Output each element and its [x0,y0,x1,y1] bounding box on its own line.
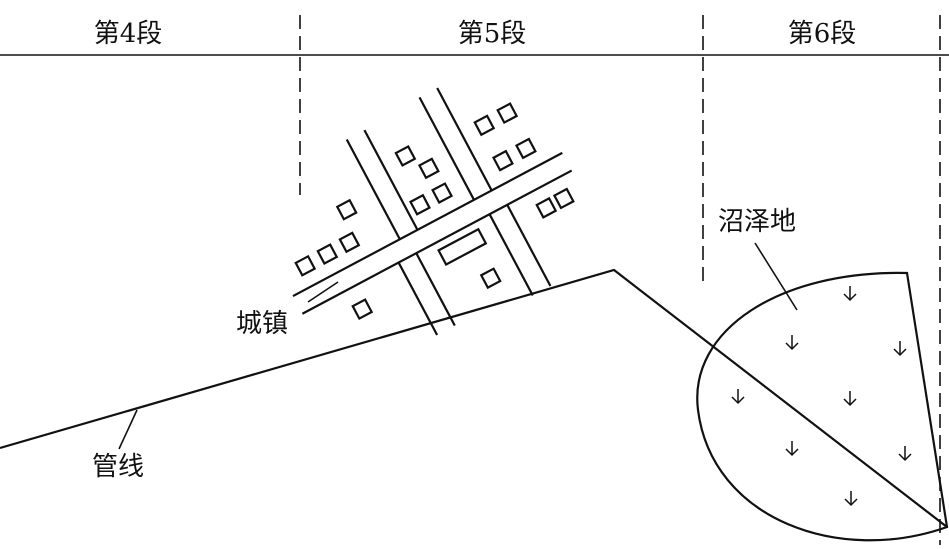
swamp-marker [785,335,799,351]
pipeline-route [0,268,948,528]
swamp-label: 沼泽地 [718,207,796,237]
swamp-marker [785,441,799,457]
swamp-marker [843,286,857,302]
swamp-marker [893,341,907,357]
swamp-leader-line [754,242,798,311]
swamp-area [696,271,949,542]
town-streets [292,87,573,336]
town-leader-line [307,281,339,303]
swamp-marker [843,391,857,407]
town-block [292,87,575,336]
segment-label-6: 第6段 [788,19,857,49]
swamp-marker [898,446,912,462]
town-houses [294,102,575,321]
pipeline-label: 管线 [92,452,144,482]
swamp-markers [731,286,912,507]
town-label: 城镇 [236,309,288,339]
pipeline-leader-line [118,409,138,450]
segment-label-4: 第4段 [94,19,163,49]
swamp-marker [731,389,745,405]
swamp-marker [844,491,858,507]
segment-label-5: 第5段 [458,19,527,49]
